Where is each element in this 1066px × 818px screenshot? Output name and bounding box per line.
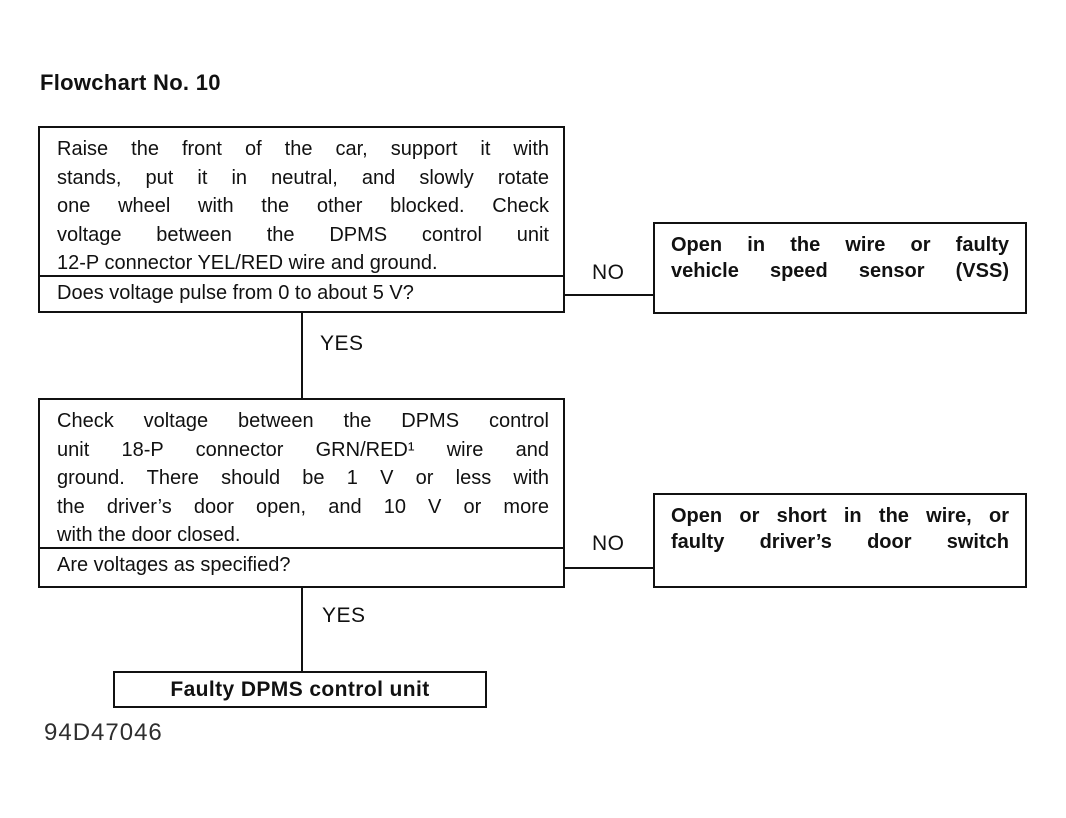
step1-box: Raise the front of the car, support it w…: [38, 126, 565, 313]
step2-yes-connector-line: [301, 588, 303, 671]
step2-instruction-line: Check voltage between the DPMS control: [57, 410, 549, 432]
step1-question: Does voltage pulse from 0 to about 5 V?: [40, 275, 563, 311]
step1-instruction-line: stands, put it in neutral, and slowly ro…: [57, 166, 549, 189]
step1-no-result-line: Open in the wire or faulty: [671, 234, 1009, 256]
step2-instruction-line: unit 18-P connector GRN/RED¹ wire and: [57, 438, 549, 461]
step2-no-result-line: faulty driver’s door switch: [671, 531, 1009, 553]
step1-instruction-line: Raise the front of the car, support it w…: [57, 138, 549, 160]
step2-question: Are voltages as specified?: [40, 547, 563, 586]
page-title: Flowchart No. 10: [40, 70, 221, 95]
step1-no-result-box: Open in the wire or faulty vehicle speed…: [653, 222, 1027, 314]
step2-instruction: Check voltage between the DPMS control u…: [40, 400, 563, 547]
step2-instruction-line: ground. There should be 1 V or less with: [57, 467, 549, 489]
step1-instruction-line: voltage between the DPMS control unit: [57, 223, 549, 246]
step2-no-result-box: Open or short in the wire, or faulty dri…: [653, 493, 1027, 588]
step2-instruction-line: the driver’s door open, and 10 V or more: [57, 495, 549, 518]
step2-no-connector-line: [564, 567, 653, 569]
step1-instruction: Raise the front of the car, support it w…: [40, 128, 563, 275]
step1-no-label: NO: [590, 261, 627, 285]
step1-yes-label: YES: [318, 332, 366, 356]
step2-no-label: NO: [590, 532, 627, 556]
step1-instruction-line: one wheel with the other blocked. Check: [57, 195, 549, 217]
step1-instruction-line: 12-P connector YEL/RED wire and ground.: [57, 252, 438, 274]
step2-instruction-line: with the door closed.: [57, 524, 241, 546]
conclusion-box: Faulty DPMS control unit: [113, 671, 487, 708]
step1-no-result-line: vehicle speed sensor (VSS): [671, 260, 1009, 282]
step2-box: Check voltage between the DPMS control u…: [38, 398, 565, 588]
step2-yes-label: YES: [320, 604, 368, 628]
step1-no-connector-line: [564, 294, 653, 296]
figure-code: 94D47046: [44, 719, 163, 746]
step2-no-result-line: Open or short in the wire, or: [671, 505, 1009, 527]
step1-yes-connector-line: [301, 313, 303, 398]
